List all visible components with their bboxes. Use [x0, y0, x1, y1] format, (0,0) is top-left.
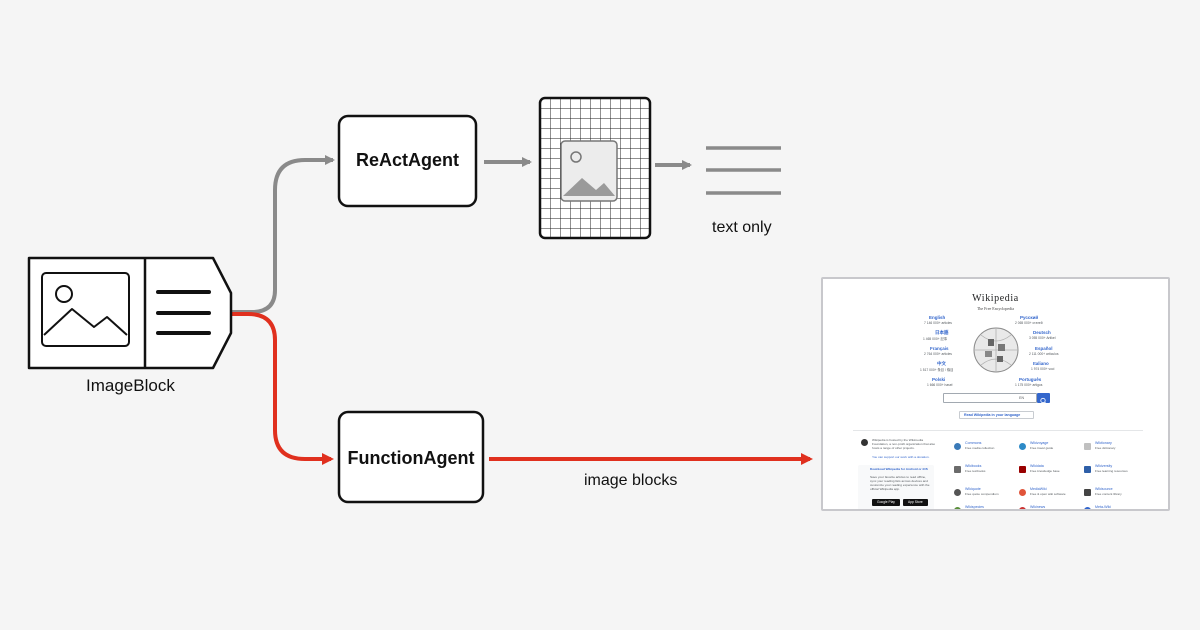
wikiquote-icon [954, 489, 961, 496]
wikiversity-icon [1084, 466, 1091, 473]
project-name: Wiktionary [1095, 441, 1112, 445]
project-name: Wikibooks [965, 464, 982, 468]
lang-count: 7 146 000+ articles [924, 321, 952, 325]
project-desc: Free quote compendium [965, 492, 999, 496]
search-icon [1040, 397, 1047, 404]
wiki-search-input[interactable]: EN [943, 393, 1037, 403]
lang-count: 1 465 000+ 記事 [923, 337, 948, 341]
lang-name: Português [1019, 377, 1042, 382]
project-name: Wikivoyage [1030, 441, 1049, 445]
lang-count: 3 055 000+ Artikel [1029, 336, 1056, 340]
lang-count: 1 175 000+ artigos [1015, 383, 1043, 387]
wiki-search-button[interactable] [1037, 393, 1050, 404]
google-play-button[interactable]: Google Play [872, 499, 900, 506]
wikispecies-icon [954, 507, 961, 509]
metawiki-icon [1084, 507, 1091, 509]
lang-name: Italiano [1033, 361, 1049, 366]
wikibooks-icon [954, 466, 961, 473]
commons-icon [954, 443, 961, 450]
project-desc: Free knowledge base [1030, 469, 1060, 473]
image-block-node [27, 256, 233, 370]
image-block-label: ImageBlock [86, 376, 175, 395]
function-agent-node [337, 410, 485, 504]
lang-name: Français [930, 346, 949, 351]
lang-name: 日本語 [935, 330, 949, 335]
wiki-subtitle: The Free Encyclopedia [976, 306, 1015, 311]
foundation-text: Wikipedia is hosted by the Wikimedia Fou… [872, 438, 936, 450]
project-name: MediaWiki [1030, 487, 1047, 491]
project-desc: Free content library [1095, 492, 1122, 496]
divider [853, 430, 1143, 431]
app-promo: Download Wikipedia for Android or iOS Sa… [858, 465, 934, 509]
image-blocks-label: image blocks [584, 472, 678, 489]
project-name: Wikispecies [965, 505, 984, 509]
wikimedia-icon [861, 439, 868, 446]
project-desc: Free travel guide [1030, 446, 1054, 450]
lang-count: 2 065 000+ статей [1015, 321, 1043, 325]
project-desc: Free textbooks [965, 469, 986, 473]
lang-count: 1 666 000+ haseł [927, 383, 953, 387]
wikivoyage-icon [1019, 443, 1026, 450]
app-text: Save your favorite articles to read offl… [870, 475, 930, 491]
app-title: Download Wikipedia for Android or iOS [870, 467, 928, 471]
wiki-title: Wikipedia [972, 293, 1019, 304]
lang-count: 2 764 000+ articles [924, 352, 952, 356]
project-name: Wikinews [1030, 505, 1046, 509]
lang-count: 2 111 000+ artículos [1029, 352, 1059, 356]
project-name: Wikidata [1030, 464, 1044, 468]
lang-name: 中文 [937, 361, 946, 366]
read-in-language-label: Read Wikipedia in your language [964, 413, 1021, 417]
app-store-label: App Store [908, 500, 923, 504]
wikisource-icon [1084, 489, 1091, 496]
google-play-label: Google Play [877, 500, 895, 504]
text-only-label: text only [712, 219, 772, 236]
lang-count: 1 517 000+ 条目 / 條目 [920, 368, 954, 372]
gridded-image-icon [538, 96, 652, 240]
project-name: Wikisource [1095, 487, 1113, 491]
app-store-button[interactable]: App Store [903, 499, 928, 506]
read-in-language-button[interactable]: Read Wikipedia in your language [959, 411, 1034, 419]
lang-name: English [929, 315, 946, 320]
wikidata-icon [1019, 466, 1026, 473]
wikinews-icon [1019, 507, 1026, 509]
lang-name: Polski [932, 377, 946, 382]
webpage-screenshot: Wikipedia The Free Encyclopedia English … [821, 277, 1170, 511]
project-name: Wikiquote [965, 487, 981, 491]
project-desc: Free learning resources [1095, 469, 1128, 473]
project-desc: Free dictionary [1095, 446, 1116, 450]
function-agent-label: FunctionAgent [347, 448, 475, 468]
wikipedia-globe-icon [973, 327, 1019, 373]
react-agent-node [337, 114, 478, 208]
donate-link[interactable]: You can support our work with a donation… [872, 455, 930, 459]
lang-name: Español [1035, 346, 1053, 351]
text-lines-icon [156, 290, 211, 335]
lang-name: Deutsch [1033, 330, 1051, 335]
text-output-icon [706, 146, 781, 195]
react-path-arrow [230, 155, 335, 314]
lang-name: Русский [1020, 315, 1039, 320]
project-desc: Free media collection [965, 446, 995, 450]
project-name: Commons [965, 441, 982, 445]
project-desc: Free & open wiki software [1030, 492, 1066, 496]
mediawiki-icon [1019, 489, 1026, 496]
function-path-arrow [230, 312, 334, 465]
project-name: Meta-Wiki [1095, 505, 1111, 509]
image-icon [41, 272, 130, 347]
lang-count: 1 974 000+ voci [1031, 367, 1055, 371]
wiktionary-icon [1084, 443, 1091, 450]
react-agent-label: ReActAgent [355, 150, 459, 170]
wiki-language-select[interactable]: EN [1019, 396, 1024, 400]
project-name: Wikiversity [1095, 464, 1113, 468]
